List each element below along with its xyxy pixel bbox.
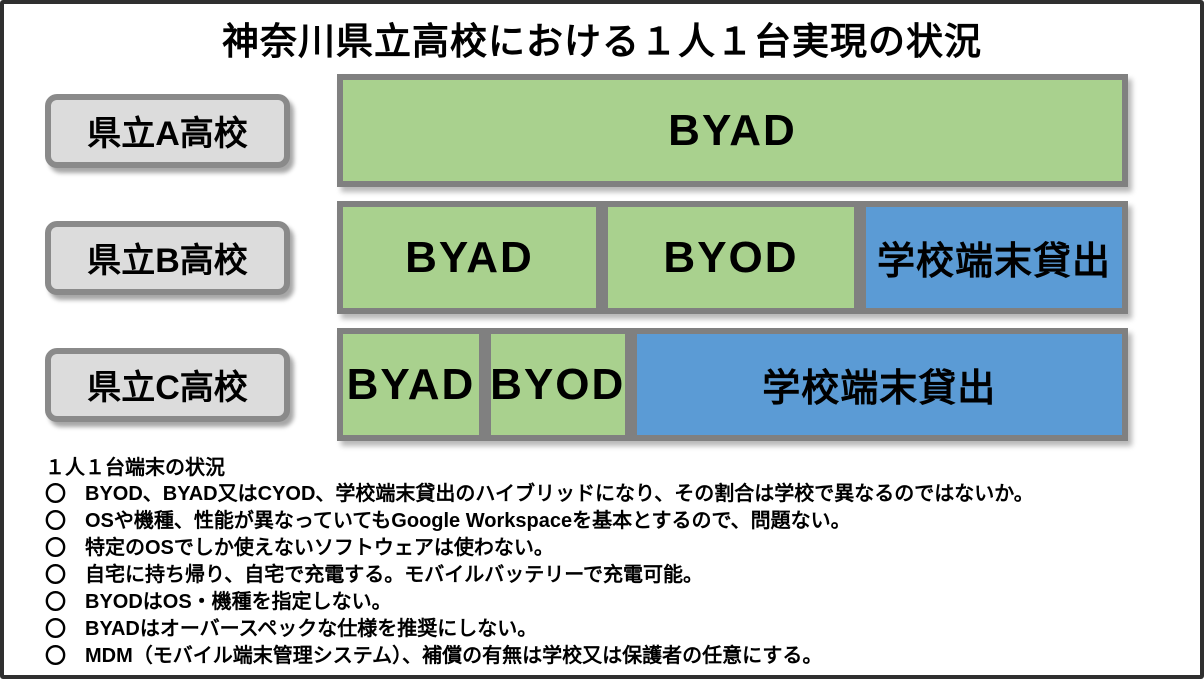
notes-list: 〇 BYOD、BYAD又はCYOD、学校端末貸出のハイブリッドになり、その割合は学…	[45, 481, 1170, 670]
note-text: MDM（モバイル端末管理システム）、補償の有無は学校又は保護者の任意にする。	[85, 645, 823, 667]
note-item-1: 〇 BYOD、BYAD又はCYOD、学校端末貸出のハイブリッドになり、その割合は学…	[45, 481, 1170, 508]
segment-byad: BYAD	[337, 74, 1128, 187]
circle-bullet: 〇	[45, 510, 66, 533]
note-item-5: 〇 BYODはOS・機種を指定しない。	[45, 589, 1170, 616]
circle-bullet: 〇	[45, 645, 66, 668]
note-text: BYODはOS・機種を指定しない。	[85, 591, 392, 613]
segment-byod: BYOD	[484, 328, 631, 441]
note-text: BYADはオーバースペックな仕様を推奨にしない。	[85, 618, 538, 640]
note-item-3: 〇特定のOSでしか使えないソフトウェアは使わない。	[45, 535, 1170, 562]
segment-byod: BYOD	[601, 201, 861, 314]
notes-heading: １人１台端末の状況	[45, 457, 225, 479]
circle-bullet: 〇	[45, 483, 66, 506]
circle-bullet: 〇	[45, 618, 66, 641]
note-item-4: 〇自宅に持ち帰り、自宅で充電する。モバイルバッテリーで充電可能。	[45, 562, 1170, 589]
school-label-school-a: 県立A高校	[45, 93, 290, 168]
slide-title: 神奈川県立高校における１人１台実現の状況	[222, 21, 982, 62]
circle-bullet: 〇	[45, 537, 66, 560]
bar-school-a: BYAD	[337, 74, 1128, 187]
school-label-school-c: 県立C高校	[45, 347, 290, 422]
note-text: OSや機種、性能が異なっていてもGoogle Workspaceを基本とするので…	[85, 510, 851, 532]
note-item-2: 〇 OSや機種、性能が異なっていてもGoogle Workspaceを基本とするの…	[45, 508, 1170, 535]
segment-school-device-lending: 学校端末貸出	[860, 201, 1128, 314]
note-text: 自宅に持ち帰り、自宅で充電する。モバイルバッテリーで充電可能。	[85, 564, 703, 586]
note-item-6: 〇 BYADはオーバースペックな仕様を推奨にしない。	[45, 616, 1170, 643]
segment-byad: BYAD	[337, 201, 602, 314]
note-text: 特定のOSでしか使えないソフトウェアは使わない。	[85, 537, 554, 559]
row-school-a: 県立A高校 BYAD	[45, 74, 1128, 187]
circle-bullet: 〇	[45, 564, 66, 587]
note-text: BYOD、BYAD又はCYOD、学校端末貸出のハイブリッドになり、その割合は学校…	[85, 483, 1034, 505]
circle-bullet: 〇	[45, 591, 66, 614]
school-label-school-b: 県立B高校	[45, 220, 290, 295]
segment-byad: BYAD	[337, 328, 485, 441]
segment-school-device-lending: 学校端末貸出	[630, 328, 1129, 441]
note-item-7: 〇 MDM（モバイル端末管理システム）、補償の有無は学校又は保護者の任意にする。	[45, 643, 1170, 670]
notes-section: １人１台端末の状況 〇 BYOD、BYAD又はCYOD、学校端末貸出のハイブリッド…	[4, 455, 1200, 670]
